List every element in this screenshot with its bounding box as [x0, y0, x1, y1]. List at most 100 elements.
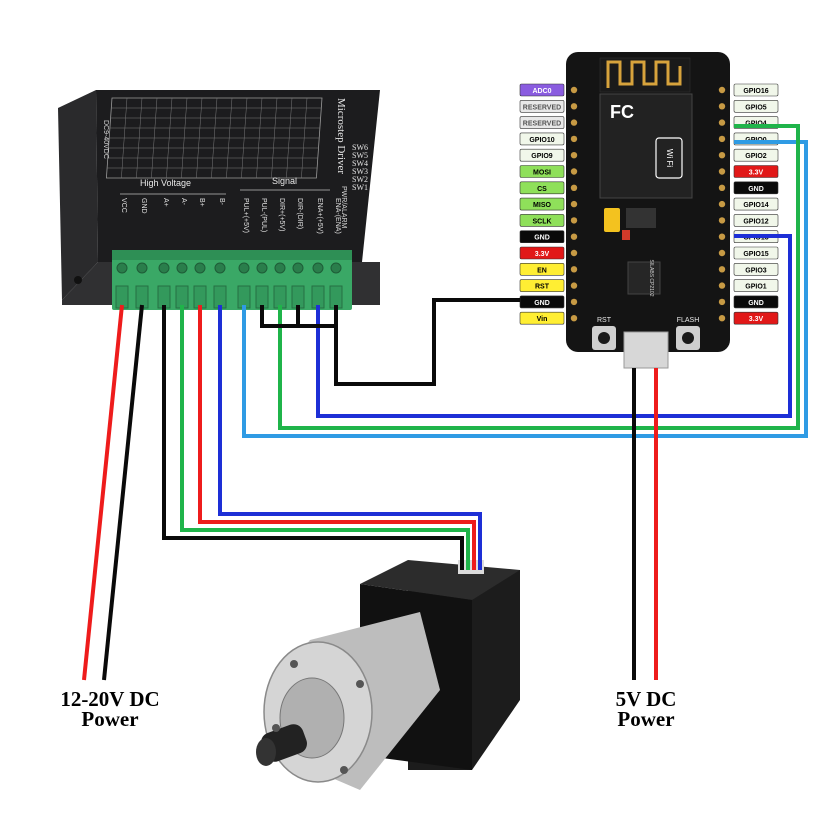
- header-pin: [718, 249, 726, 257]
- usb-chip-label: SILABS CP2102: [648, 260, 654, 297]
- header-pin: [718, 200, 726, 208]
- pin-label-gnd: GND: [733, 295, 779, 309]
- terminal-screw-icon: [194, 262, 206, 274]
- svg-text:GPIO9: GPIO9: [531, 153, 553, 160]
- header-pin: [718, 217, 726, 224]
- nodemcu-pin-labels: ADC0RESERVEDRESERVEDGPIO10GPIO9MOSICSMIS…: [519, 83, 779, 325]
- header-pin: [570, 152, 578, 159]
- pin-label-33v: 3.3V: [519, 246, 565, 260]
- header-pin: [570, 233, 578, 240]
- terminal-pin-label: ENA-(ENA): [334, 198, 341, 234]
- wire-vcc-red: [82, 304, 124, 681]
- header-pin: [718, 315, 726, 322]
- svg-text:GND: GND: [534, 235, 550, 242]
- pin-label-sclk: SCLK: [519, 214, 565, 227]
- header-pin: [718, 119, 726, 126]
- svg-text:RESERVED: RESERVED: [523, 104, 561, 111]
- header-pin: [718, 135, 726, 143]
- header-pin: [570, 282, 578, 289]
- shaft-end: [256, 738, 276, 766]
- terminal-screw-icon: [136, 262, 148, 274]
- driver-voltage-rating: DC9-40VDC: [102, 120, 109, 159]
- header-pin: [570, 249, 578, 257]
- pin-label-gpio2: GPIO2: [733, 148, 779, 162]
- pwm-alarm-label: PWR/ALARM: [340, 186, 347, 229]
- svg-text:Vin: Vin: [537, 316, 548, 323]
- terminal-pin-label: ENA+(+5V): [316, 198, 323, 234]
- svg-text:GND: GND: [534, 300, 550, 307]
- terminal-socket: [193, 285, 207, 309]
- driver-power-label-line2: Power: [81, 707, 138, 731]
- driver-power-label-line1: 12-20V DC: [60, 687, 159, 711]
- terminal-screw-icon: [274, 262, 286, 274]
- esp-module: [599, 93, 693, 199]
- svg-text:ADC0: ADC0: [532, 88, 551, 95]
- screw-icon: [340, 766, 348, 774]
- nodemcu-board: FC Wi Fi SILABS CP2102 RST FLASH: [566, 52, 730, 369]
- pin-label-gpio9: GPIO9: [519, 148, 565, 162]
- wire-motor-red: [198, 305, 476, 570]
- pin-label-33v: 3.3V: [733, 165, 779, 178]
- mcu-power-label-line1: 5V DC: [616, 687, 677, 711]
- svg-text:GPIO10: GPIO10: [529, 137, 554, 144]
- header-pin: [570, 298, 578, 306]
- pin-label-gpio10: GPIO10: [519, 132, 565, 146]
- svg-text:3.3V: 3.3V: [535, 251, 550, 258]
- wire-common-gnd-to-mcu: [334, 298, 520, 386]
- screw-icon: [290, 660, 298, 668]
- terminal-screw-icon: [292, 262, 304, 274]
- terminal-socket: [157, 285, 171, 309]
- terminal-pin-label: B-: [218, 198, 225, 206]
- terminal-block: [112, 250, 352, 310]
- driver-side: [58, 90, 98, 300]
- header-pin: [718, 168, 726, 175]
- svg-text:GPIO16: GPIO16: [743, 88, 768, 95]
- switch-label: SW2: [352, 175, 368, 184]
- wires: [82, 124, 808, 681]
- svg-text:GPIO15: GPIO15: [743, 251, 768, 258]
- terminal-screw-icon: [158, 262, 170, 274]
- mount-hole-icon: [74, 276, 82, 284]
- header-pin: [718, 298, 726, 306]
- driver-title: Microstep Driver: [335, 98, 347, 174]
- wifi-badge: [655, 137, 683, 179]
- terminal-socket: [255, 285, 269, 309]
- svg-text:GND: GND: [748, 300, 764, 307]
- pin-label-cs: CS: [519, 181, 565, 195]
- svg-text:GND: GND: [748, 186, 764, 193]
- driver-top-face: [96, 90, 380, 262]
- svg-text:CS: CS: [537, 186, 547, 193]
- switch-label: SW5: [352, 151, 368, 160]
- header-pin: [718, 152, 726, 159]
- terminal-pin-label: PUL-(PUL): [260, 198, 267, 232]
- pin-label-en: EN: [519, 262, 565, 276]
- header-pin: [570, 200, 578, 208]
- svg-text:SCLK: SCLK: [532, 218, 551, 225]
- antenna-trace-icon: [606, 60, 682, 88]
- header-pin: [718, 233, 726, 240]
- terminal-screw-icon: [256, 262, 268, 274]
- wire-gnd-black: [102, 304, 144, 681]
- wire-ena-blue: [316, 234, 792, 418]
- header-pin: [570, 135, 578, 143]
- header-pin: [570, 184, 578, 191]
- screw-icon: [272, 724, 280, 732]
- svg-text:GPIO1: GPIO1: [745, 284, 767, 291]
- fc-logo-icon: FC: [610, 102, 634, 122]
- pin-label-gnd: GND: [519, 295, 565, 309]
- pin-label-gpio3: GPIO3: [733, 262, 779, 276]
- pin-label-vin: Vin: [519, 311, 565, 325]
- usb-connector: [623, 331, 669, 369]
- terminal-pin-label: VCC: [120, 198, 127, 213]
- switch-label: SW3: [352, 167, 368, 176]
- svg-text:RESERVED: RESERVED: [523, 121, 561, 128]
- flash-button-cap-icon: [682, 332, 694, 344]
- mcu-power-label-line2: Power: [617, 707, 674, 731]
- wire-dir-green: [278, 124, 800, 430]
- dip-switch-table: [105, 97, 323, 179]
- wire-motor-blue: [218, 305, 482, 570]
- terminal-socket: [213, 285, 227, 309]
